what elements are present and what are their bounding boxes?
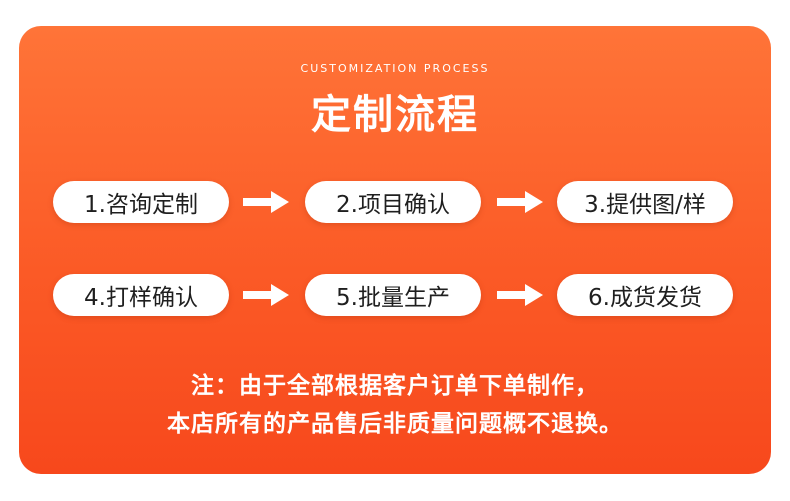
step-1-label: 1.咨询定制 bbox=[84, 192, 198, 218]
arrow-right-icon bbox=[497, 191, 543, 213]
arrow-right-icon bbox=[243, 191, 289, 213]
arrow-right-icon bbox=[497, 284, 543, 306]
step-5-label: 5.批量生产 bbox=[336, 285, 450, 311]
process-card: CUSTOMIZATION PROCESS 定制流程 1.咨询定制 2.项目确认… bbox=[19, 26, 771, 474]
step-4-pill: 4.打样确认 bbox=[53, 274, 229, 316]
step-6-pill: 6.成货发货 bbox=[557, 274, 733, 316]
arrow-right-icon bbox=[243, 284, 289, 306]
step-3-label: 3.提供图/样 bbox=[584, 192, 706, 218]
step-4-label: 4.打样确认 bbox=[84, 285, 198, 311]
step-3-pill: 3.提供图/样 bbox=[557, 181, 733, 223]
page-title: 定制流程 bbox=[311, 92, 479, 138]
step-5-pill: 5.批量生产 bbox=[305, 274, 481, 316]
step-2-pill: 2.项目确认 bbox=[305, 181, 481, 223]
note-line-2: 本店所有的产品售后非质量问题概不退换。 bbox=[167, 411, 623, 437]
note-line-1: 注：由于全部根据客户订单下单制作， bbox=[191, 373, 599, 399]
page-subtitle: CUSTOMIZATION PROCESS bbox=[300, 62, 490, 75]
step-6-label: 6.成货发货 bbox=[588, 285, 702, 311]
step-2-label: 2.项目确认 bbox=[336, 192, 450, 218]
step-1-pill: 1.咨询定制 bbox=[53, 181, 229, 223]
